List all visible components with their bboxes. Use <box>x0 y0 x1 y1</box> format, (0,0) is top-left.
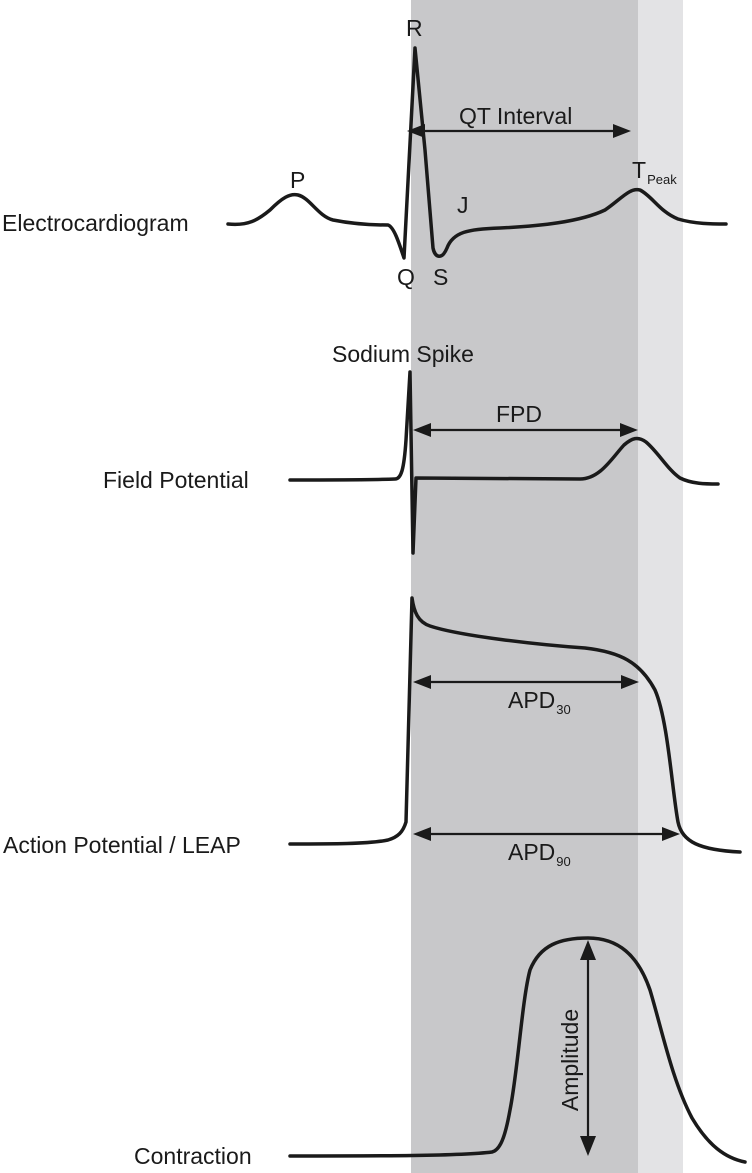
qt-interval-arrow <box>407 124 631 138</box>
ecg-s-label: S <box>433 264 448 290</box>
sodium-spike-label: Sodium Spike <box>332 341 474 367</box>
ecg-q-label: Q <box>397 264 415 290</box>
apd30-sub: 30 <box>556 702 570 717</box>
apd90-arrow <box>413 827 680 841</box>
ecg-label: Electrocardiogram <box>2 210 189 236</box>
ecg-p-label: P <box>290 167 305 193</box>
action-potential-label: Action Potential / LEAP <box>3 832 241 858</box>
field-potential-group: Field Potential Sodium Spike FPD <box>103 341 720 555</box>
apd90-sub: 90 <box>556 854 570 869</box>
apd30-main: APD <box>508 687 555 713</box>
qt-interval-label: QT Interval <box>459 103 572 129</box>
apd30-label: APD30 <box>508 687 571 717</box>
ecg-t-main: T <box>632 157 646 183</box>
contraction-trace <box>288 936 747 1164</box>
timing-band-dark <box>411 0 638 1173</box>
field-potential-label: Field Potential <box>103 467 249 493</box>
field-potential-trace <box>288 370 720 555</box>
apd90-main: APD <box>508 839 555 865</box>
ecg-r-label: R <box>406 15 423 41</box>
ecg-group: Electrocardiogram P R Q S J TPeak QT Int… <box>2 15 728 290</box>
action-potential-group: Action Potential / LEAP APD30 APD90 <box>3 596 742 869</box>
fpd-arrow <box>413 423 638 437</box>
amplitude-label: Amplitude <box>557 1009 583 1111</box>
contraction-label: Contraction <box>134 1143 252 1169</box>
action-potential-trace <box>288 596 742 854</box>
ecg-t-sub: Peak <box>647 172 677 187</box>
apd30-arrow <box>413 675 639 689</box>
apd90-label: APD90 <box>508 839 571 869</box>
ecg-trace <box>226 46 728 260</box>
contraction-group: Contraction Amplitude <box>134 936 747 1169</box>
ecg-t-peak-label: TPeak <box>632 157 677 187</box>
amplitude-arrow <box>580 940 596 1156</box>
fpd-label: FPD <box>496 401 542 427</box>
ecg-j-label: J <box>457 192 469 218</box>
